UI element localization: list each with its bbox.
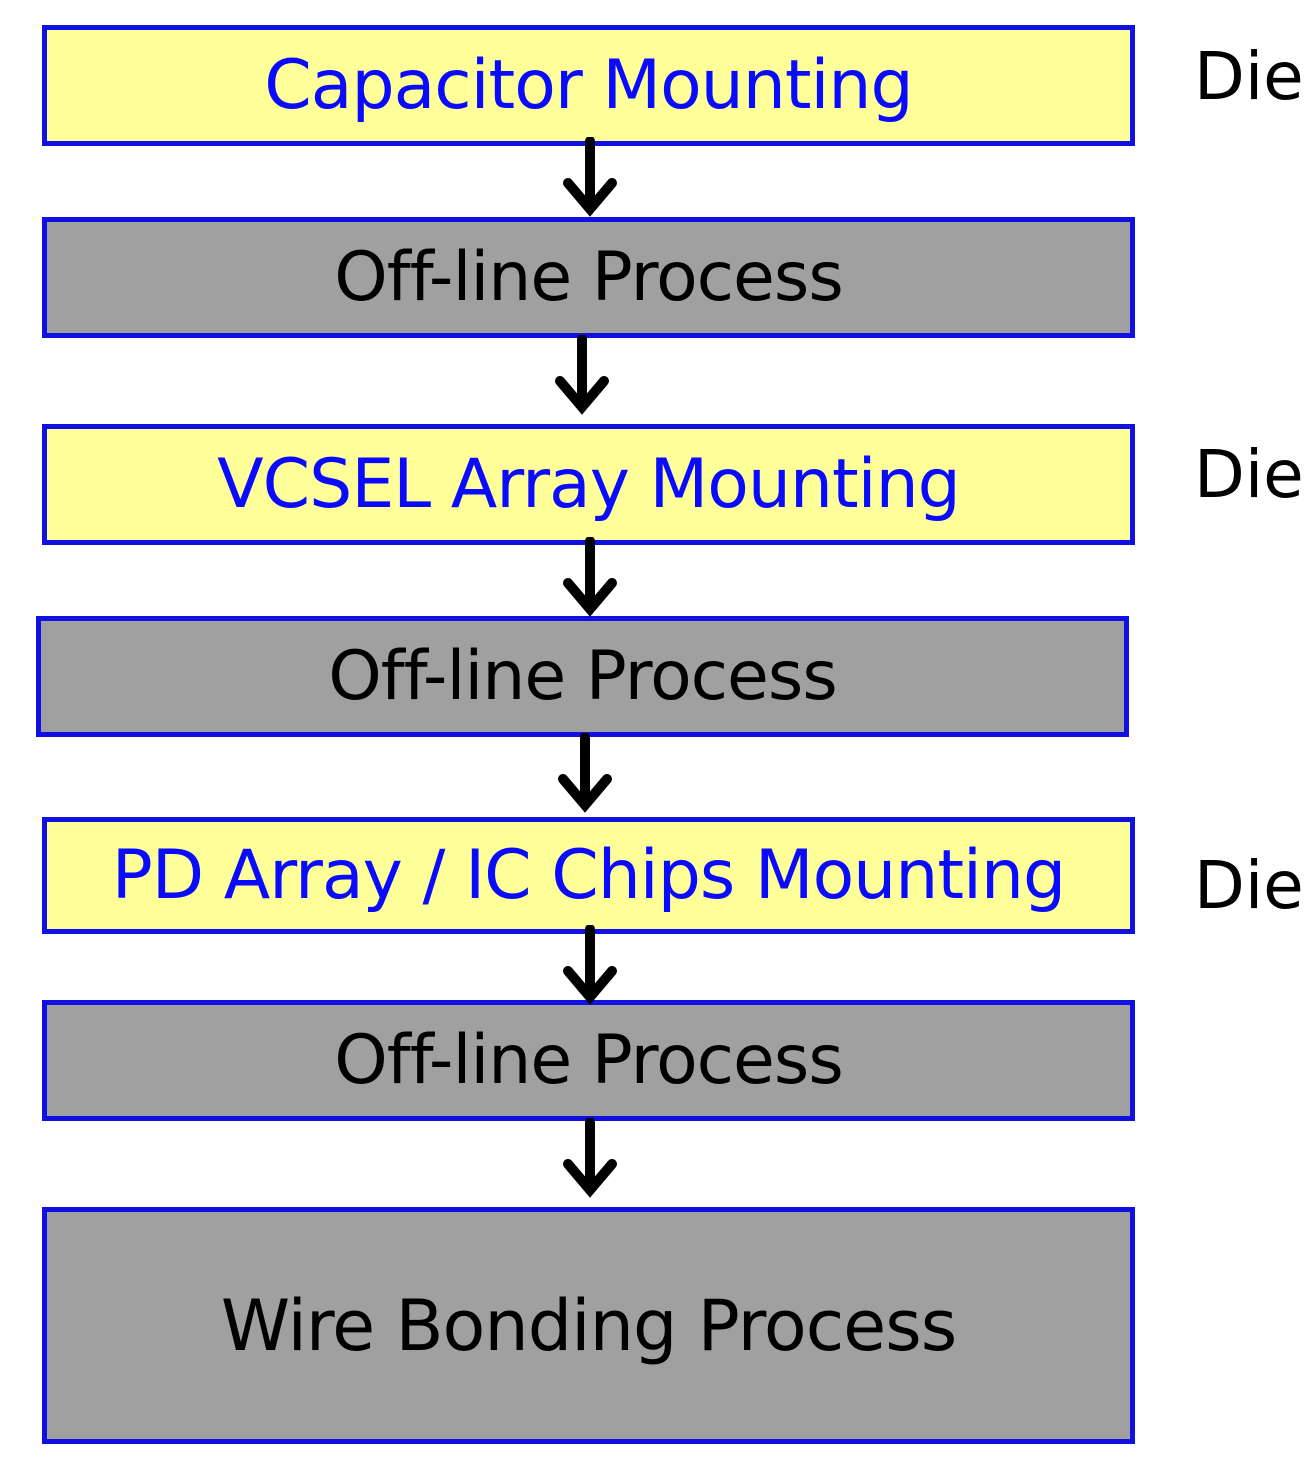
step-vcsel-array-mounting: VCSEL Array Mounting [42,424,1135,545]
step-capacitor-mounting: Capacitor Mounting [42,25,1135,146]
down-arrow-icon [563,925,617,1005]
step-offline-process: Off-line Process [36,616,1129,737]
down-arrow-icon [563,137,617,217]
down-arrow-icon [563,537,617,617]
step-wire-bonding-process: Wire Bonding Process [42,1207,1135,1444]
step-label: Off-line Process [334,238,844,317]
step-offline-process: Off-line Process [42,1000,1135,1121]
side-note: Die [1194,436,1304,513]
step-label: Off-line Process [328,637,838,716]
side-note: Die [1194,847,1304,924]
step-label: VCSEL Array Mounting [217,445,961,524]
down-arrow-icon [558,733,612,813]
step-label: Off-line Process [334,1021,844,1100]
side-note: Die [1194,38,1304,115]
step-pd-array-ic-chips-mounting: PD Array / IC Chips Mounting [42,817,1135,934]
step-offline-process: Off-line Process [42,217,1135,338]
down-arrow-icon [563,1118,617,1198]
step-label: Capacitor Mounting [264,46,913,125]
step-label: PD Array / IC Chips Mounting [111,836,1066,915]
step-label: Wire Bonding Process [220,1284,957,1367]
down-arrow-icon [555,335,609,415]
